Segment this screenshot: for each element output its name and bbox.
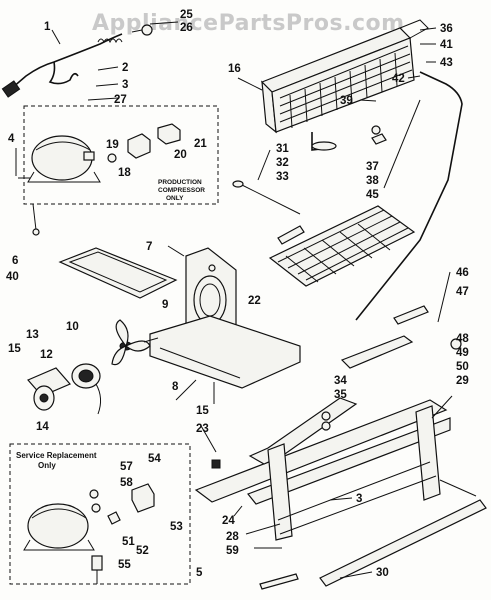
fan-motor	[27, 363, 102, 415]
callout-35: 35	[334, 389, 347, 401]
callout-27: 27	[114, 94, 127, 106]
production-compressor-frame	[23, 105, 219, 205]
callout-50: 50	[456, 361, 469, 373]
callout-24: 24	[222, 515, 235, 527]
callout-30: 30	[376, 567, 389, 579]
callout-18: 18	[118, 167, 131, 179]
callout-46: 46	[456, 267, 469, 279]
callout-15: 15	[8, 343, 21, 355]
callout-2: 2	[122, 62, 128, 74]
callout-14: 14	[36, 421, 49, 433]
callout-21: 21	[194, 138, 207, 150]
callout-43: 43	[440, 57, 453, 69]
service-box-subtitle: Only	[38, 461, 56, 470]
production-note-line3: ONLY	[166, 195, 184, 202]
callout-9: 9	[162, 299, 168, 311]
service-replacement-frame	[9, 443, 191, 585]
service-compressor	[23, 483, 155, 584]
bracket-48	[340, 335, 414, 369]
base-frame	[194, 397, 487, 590]
condenser-coil	[260, 19, 429, 134]
production-compressor	[18, 135, 101, 183]
callout-19-area: 19	[106, 139, 119, 151]
fan-blade	[111, 319, 151, 366]
production-note-line2: COMPRESSOR	[158, 187, 205, 194]
callout-34: 34	[334, 375, 347, 387]
callout-13: 13	[26, 329, 39, 341]
callout-32: 32	[276, 157, 289, 169]
callout-48: 48	[456, 333, 469, 345]
evaporator-coil	[232, 180, 416, 287]
callout-4: 4	[8, 133, 15, 145]
callout-53: 53	[170, 521, 183, 533]
callout-26: 26	[180, 22, 193, 34]
callout-3-lower: 3	[356, 493, 362, 505]
callout-5: 5	[196, 567, 203, 579]
callout-45: 45	[366, 189, 379, 201]
callout-54: 54	[148, 453, 161, 465]
power-cord	[1, 24, 153, 98]
callout-33: 33	[276, 171, 289, 183]
callout-55: 55	[118, 559, 131, 571]
condenser-tube	[355, 71, 463, 321]
callout-7: 7	[146, 241, 152, 253]
callout-labels: 1 2 3 27 25 26 4 19 18 20 21 6 40 7 22 9…	[6, 9, 469, 579]
callout-59: 59	[226, 545, 239, 557]
callout-29: 29	[456, 375, 469, 387]
callout-40: 40	[6, 271, 19, 283]
relay-bracket	[107, 123, 181, 163]
callout-47: 47	[456, 286, 469, 298]
callout-10: 10	[66, 321, 79, 333]
callout-49: 49	[456, 347, 469, 359]
leader-lines	[15, 21, 453, 579]
callout-25: 25	[180, 9, 193, 21]
fan-shroud	[149, 247, 301, 389]
callout-20: 20	[174, 149, 187, 161]
callout-22: 22	[248, 295, 261, 307]
callout-3: 3	[122, 79, 128, 91]
service-box-title: Service Replacement	[16, 451, 97, 460]
callout-36: 36	[440, 23, 453, 35]
callout-28: 28	[226, 531, 239, 543]
callout-37: 37	[366, 161, 379, 173]
production-note-line1: PRODUCTION	[158, 179, 202, 186]
callout-39: 39	[340, 95, 353, 107]
watermark-text: AppliancePartsPros.com	[92, 11, 405, 36]
callout-42: 42	[392, 73, 405, 85]
callout-15-lower: 15	[196, 405, 209, 417]
callout-38: 38	[366, 175, 379, 187]
callout-12: 12	[40, 349, 53, 361]
callout-23: 23	[196, 423, 209, 435]
callout-52: 52	[136, 545, 149, 557]
bracket-46	[393, 305, 429, 325]
callout-31: 31	[276, 143, 289, 155]
callout-51: 51	[122, 536, 135, 548]
drain-pan	[58, 247, 178, 299]
callout-1: 1	[44, 21, 51, 33]
callout-58: 58	[120, 477, 133, 489]
callout-41: 41	[440, 39, 453, 51]
callout-8: 8	[172, 381, 179, 393]
callout-6: 6	[12, 255, 18, 267]
callout-57: 57	[120, 461, 133, 473]
callout-16: 16	[228, 63, 241, 75]
